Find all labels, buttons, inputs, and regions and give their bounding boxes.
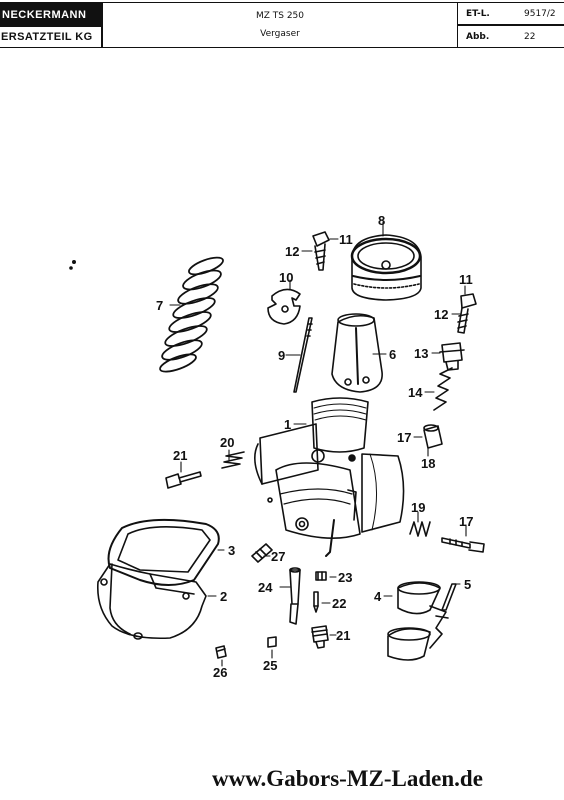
label-5: 5 <box>464 577 471 592</box>
model-name: MZ TS 250 <box>255 11 305 21</box>
drawing-header: NECKERMANN ERSATZTEIL KG MZ TS 250 Verga… <box>0 0 564 49</box>
label-10: 10 <box>279 270 293 285</box>
exploded-view-diagram: 8 12 11 10 11 7 12 9 6 13 14 1 17 20 18 … <box>69 213 485 680</box>
part-needle-clip <box>267 288 301 325</box>
list-value: 9517/2 <box>524 8 556 19</box>
part-slide-spring <box>159 256 224 373</box>
label-24: 24 <box>258 580 273 595</box>
part-jet-needle <box>293 317 313 393</box>
label-20: 20 <box>220 435 234 450</box>
label-22: 22 <box>332 596 346 611</box>
part-air-filter-cap <box>350 234 422 301</box>
label-4: 4 <box>374 589 382 604</box>
part-float-bowl-gasket <box>107 518 220 586</box>
figure-label: Abb. <box>466 31 490 42</box>
part-mixture-screw <box>441 537 485 553</box>
paper-specks <box>69 259 77 270</box>
part-pin-22 <box>313 591 319 613</box>
label-14: 14 <box>408 385 423 400</box>
part-small-spring-20 <box>221 451 245 469</box>
label-16: 18 <box>421 456 435 471</box>
part-jet-27 <box>251 543 273 563</box>
label-11a: 11 <box>339 232 353 247</box>
label-21: 21 <box>336 628 350 643</box>
part-jet-25 <box>267 636 277 648</box>
part-plug-26 <box>215 645 227 659</box>
label-12a: 12 <box>285 244 299 259</box>
label-7: 7 <box>156 298 163 313</box>
part-float-bowl <box>96 563 207 640</box>
section-title: Vergaser <box>260 29 300 39</box>
part-small-spring-18 <box>409 521 431 537</box>
part-float-pin <box>441 583 457 611</box>
label-9: 9 <box>278 348 285 363</box>
part-float <box>387 581 449 661</box>
label-19: 21 <box>173 448 187 463</box>
part-idle-screw-upper <box>312 231 330 271</box>
website-watermark: www.Gabors-MZ-Laden.de <box>212 766 483 791</box>
label-23: 23 <box>338 570 352 585</box>
label-6: 6 <box>389 347 396 362</box>
part-starter-sleeve <box>423 424 443 449</box>
label-1: 1 <box>284 417 291 432</box>
part-idle-screw-right <box>457 293 477 334</box>
part-carburetor-body <box>254 397 405 557</box>
label-12b: 12 <box>434 307 448 322</box>
leader-lines <box>169 221 467 667</box>
title-block: MZ TS 250 Vergaser <box>102 2 458 48</box>
list-label: ET-L. <box>466 8 490 19</box>
part-jet-23 <box>315 571 327 581</box>
label-25: 25 <box>263 658 277 673</box>
part-idle-screw-left <box>165 471 202 489</box>
list-number-cell: ET-L. 9517/2 <box>457 2 564 25</box>
part-main-jet-holder <box>311 625 329 649</box>
figure-number-cell: Abb. 22 <box>457 25 564 48</box>
label-15: 17 <box>397 430 411 445</box>
label-8: 8 <box>378 213 385 228</box>
part-needle-jet <box>289 567 301 625</box>
part-throttle-slide <box>331 313 383 393</box>
part-mixing-nut <box>439 342 465 371</box>
label-13: 13 <box>414 346 428 361</box>
label-17: 17 <box>459 514 473 529</box>
label-11b: 11 <box>459 272 473 287</box>
label-26: 26 <box>213 665 227 680</box>
part-labels: 8 12 11 10 11 7 12 9 6 13 14 1 17 20 18 … <box>156 213 473 680</box>
brand-subtitle: ERSATZTEIL KG <box>0 26 102 48</box>
brand-name: NECKERMANN <box>0 2 102 27</box>
part-small-spring-14 <box>433 367 453 411</box>
label-27: 27 <box>271 549 285 564</box>
label-18: 19 <box>411 500 425 515</box>
figure-value: 22 <box>524 31 536 42</box>
label-2: 2 <box>220 589 227 604</box>
label-3: 3 <box>228 543 235 558</box>
